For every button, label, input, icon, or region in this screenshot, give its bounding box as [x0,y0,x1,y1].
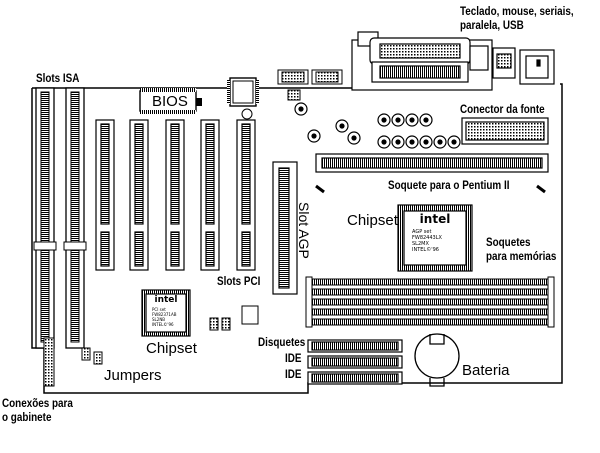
case-connector-pins [43,337,55,387]
pci-slot-4 [200,119,220,271]
pci-slot-5 [236,119,256,271]
chip-text-4: INTEL©'96 [412,247,439,253]
ide1-label: IDE [285,353,302,365]
north-chip-marking: intel AGP set FW82443LX SL2MX INTEL©'96 [406,212,464,254]
pci-slots [95,119,256,271]
pci-slot-3 [165,119,185,271]
memory-label-line1: Soquetes [486,237,531,249]
agp-slot [272,161,298,295]
chip-text-1: PCI set [152,307,166,312]
power-connector [461,117,549,145]
ide2-label: IDE [285,369,302,381]
pci-slots-label: Slots PCI [217,276,261,288]
floppy-label: Disquetes [258,337,306,349]
intel-logo: intel [419,212,451,226]
battery [414,333,460,387]
case-connections-label-line1: Conexões para [2,398,73,410]
north-chipset [397,204,473,272]
memory-label-line2: para memórias [486,251,557,263]
jumpers-label: Jumpers [104,367,162,384]
back-panel-connectors [351,31,555,91]
north-chipset-label: Chipset [347,212,398,229]
south-chipset [141,289,191,337]
pentium-socket-label: Soquete para o Pentium II [388,180,510,192]
memory-sockets [305,276,555,328]
capacitors [294,102,461,149]
pci-slot-1 [95,119,115,271]
agp-slot-label: Slot AGP [296,202,312,259]
connectors-label-line1: Teclado, mouse, seriais, [460,6,574,18]
connectors-label-line2: paralela, USB [460,20,524,32]
intel-logo: intel [154,295,178,305]
drive-connectors [307,339,403,385]
power-connector-label: Conector da fonte [460,104,545,116]
case-connections-label-line2: o gabinete [2,412,52,424]
chip-text-3: SL2MX [412,241,429,247]
pentium-slot [315,153,549,194]
isa-slots-label: Slots ISA [36,73,80,85]
chip-text-3: SL2NB [152,317,166,322]
isa-slots [33,87,87,349]
small-chip [227,77,259,120]
south-chip-marking: intel PCI set FW82371AB SL2NB INTEL©'96 [147,295,185,327]
bios-label: BIOS [152,93,188,110]
battery-label: Bateria [462,362,510,379]
top-components [277,69,343,101]
chip-text-4: INTEL©'96 [152,322,174,327]
chip-text-2: FW82371AB [152,312,177,317]
bios-chip [139,88,202,114]
pci-slot-2 [129,119,149,271]
isa-slot-2 [63,87,87,349]
isa-slot-1 [33,87,57,349]
chip-text-2: FW82443LX [412,235,442,241]
south-chipset-label: Chipset [146,340,197,357]
jumpers [81,305,259,365]
chip-text-1: AGP set [412,229,432,235]
